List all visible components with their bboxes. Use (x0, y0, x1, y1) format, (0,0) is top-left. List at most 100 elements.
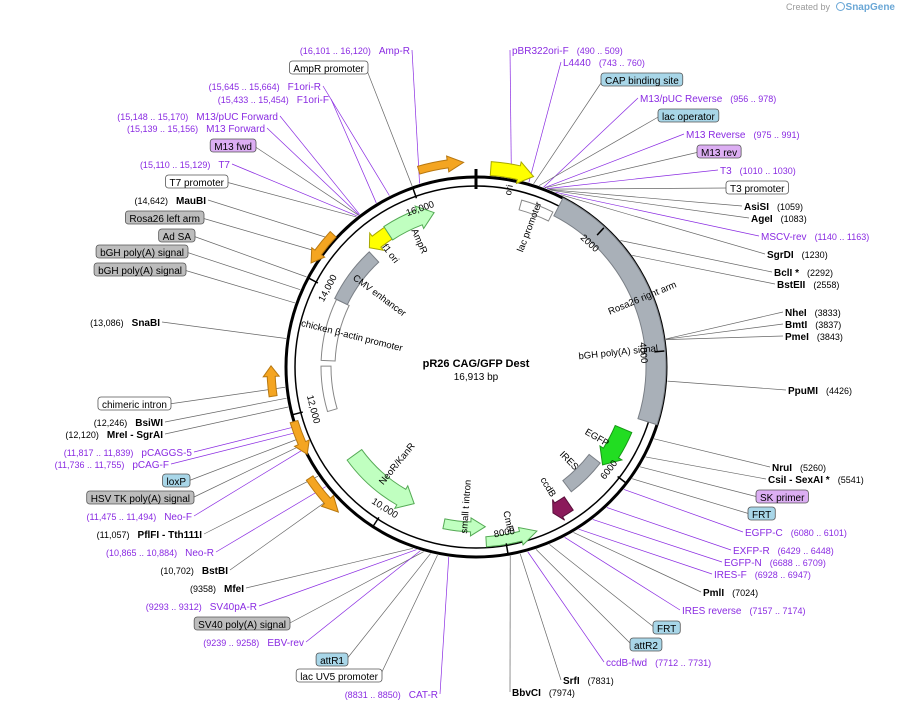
feature-arc[interactable] (310, 230, 337, 264)
feature-arc[interactable] (552, 496, 574, 521)
feature-position: (7831) (588, 676, 614, 686)
feature-arc[interactable] (289, 419, 310, 456)
feature-arc[interactable] (611, 320, 630, 383)
feature-label-group[interactable]: EGFP-C(6080 .. 6101) (745, 528, 847, 539)
feature-label-group[interactable]: M13 Forward(15,139 .. 15,156) (127, 124, 265, 135)
feature-label-group[interactable]: AgeI(1083) (751, 214, 807, 225)
feature-label-group[interactable]: SV40pA-R(9293 .. 9312) (146, 602, 257, 613)
feature-label-group[interactable]: Neo-R(10,865 .. 10,884) (106, 548, 214, 559)
feature-label-group[interactable]: T7 promoter (165, 174, 229, 189)
feature-label-group[interactable]: MSCV-rev(1140 .. 1163) (761, 232, 869, 243)
feature-label-group[interactable]: pCAGGS-5(11,817 .. 11,839) (64, 448, 193, 459)
feature-label-group[interactable]: SK primer (755, 489, 809, 504)
feature-label-group[interactable]: BbvCI(7974) (512, 688, 575, 699)
feature-label-group[interactable]: attR2 (629, 637, 663, 652)
leader-line (207, 199, 333, 240)
feature-label-group[interactable]: EXFP-R(6429 .. 6448) (733, 546, 834, 557)
feature-label-group[interactable]: AsiSI(1059) (744, 202, 803, 213)
feature-arc[interactable] (599, 424, 633, 466)
feature-label-box (600, 72, 684, 87)
feature-label-group[interactable]: loxP (162, 473, 191, 488)
feature-label-group[interactable]: M13 Reverse(975 .. 991) (686, 130, 800, 141)
leader-line (666, 335, 784, 340)
feature-name: PflFI - Tth111I (138, 530, 203, 541)
feature-label-group[interactable]: FRT (747, 506, 776, 521)
feature-label-group[interactable]: IRES-F(6928 .. 6947) (714, 570, 811, 581)
feature-label-group[interactable]: chimeric intron (97, 396, 172, 411)
feature-label-group[interactable]: BmtI(3837) (785, 320, 841, 331)
feature-label-group[interactable]: MreI - SgrAI(12,120) (65, 430, 163, 441)
feature-label-group[interactable]: NruI(5260) (772, 463, 826, 474)
feature-label-box (725, 180, 789, 195)
feature-name: M13/pUC Forward (196, 112, 278, 123)
feature-name: SnaBI (132, 318, 161, 329)
feature-label-group[interactable]: T3(1010 .. 1030) (720, 166, 796, 177)
feature-label-group[interactable]: M13/pUC Forward(15,148 .. 15,170) (117, 112, 278, 123)
feature-label-group[interactable]: HSV TK poly(A) signal (86, 490, 195, 505)
feature-label-group[interactable]: M13/pUC Reverse(956 .. 978) (640, 94, 776, 105)
feature-name: Amp-R (379, 46, 410, 57)
feature-label-box (125, 210, 205, 225)
feature-label-group[interactable]: MfeI(9358) (190, 584, 244, 595)
feature-arc[interactable] (442, 517, 487, 537)
feature-label-group[interactable]: PpuMI(4426) (788, 386, 852, 397)
feature-label-group[interactable]: CAP binding site (600, 72, 684, 87)
feature-label-group[interactable]: Ad SA (158, 228, 196, 243)
feature-label-group[interactable]: Amp-R(16,101 .. 16,120) (300, 46, 410, 57)
feature-label-group[interactable]: SnaBI(13,086) (90, 318, 160, 329)
feature-label-group[interactable]: AmpR promoter (289, 60, 369, 75)
feature-arc[interactable] (562, 453, 601, 493)
feature-label-group[interactable]: Rosa26 left arm (125, 210, 205, 225)
feature-label-group[interactable]: SrfI(7831) (563, 676, 614, 687)
feature-arc[interactable] (383, 205, 435, 241)
feature-arc[interactable] (346, 448, 415, 510)
feature-label-box (629, 637, 663, 652)
feature-label-group[interactable]: M13 fwd (209, 138, 257, 153)
feature-label-group[interactable]: lac UV5 promoter (295, 668, 383, 683)
feature-label-group[interactable]: PmlI(7024) (703, 588, 758, 599)
feature-name: MauBI (176, 196, 206, 207)
feature-label-group[interactable]: PmeI(3843) (785, 332, 843, 343)
feature-arc[interactable] (416, 155, 465, 175)
feature-label-group[interactable]: T7(15,110 .. 15,129) (140, 160, 230, 171)
feature-label-group[interactable]: BstBI(10,702) (160, 566, 228, 577)
feature-label-group[interactable]: BsiWI(12,246) (94, 418, 164, 429)
feature-arc[interactable] (518, 199, 554, 222)
feature-label-group[interactable]: BstEII(2558) (777, 280, 839, 291)
feature-label-group[interactable]: ccdB-fwd(7712 .. 7731) (606, 658, 711, 669)
feature-label-group[interactable]: PflFI - Tth111I(11,057) (97, 530, 203, 541)
feature-label-group[interactable]: EBV-rev(9239 .. 9258) (203, 638, 304, 649)
feature-name: Neo-R (185, 548, 214, 559)
feature-arc[interactable] (262, 365, 281, 398)
feature-label-group[interactable]: bGH poly(A) signal (95, 244, 189, 259)
feature-label-group[interactable]: MauBI(14,642) (134, 196, 206, 207)
feature-label-group[interactable]: F1ori-R(15,645 .. 15,664) (209, 82, 321, 93)
feature-arc[interactable] (320, 365, 338, 413)
feature-label-group[interactable]: Neo-F(11,475 .. 11,494) (86, 512, 192, 523)
leader-line (191, 445, 301, 499)
feature-label-group[interactable]: SgrDI(1230) (767, 250, 828, 261)
feature-label-group[interactable]: pCAG-F(11,736 .. 11,755) (55, 460, 169, 471)
feature-arc[interactable] (334, 251, 380, 306)
feature-label-group[interactable]: NheI(3833) (785, 308, 841, 319)
feature-label-group[interactable]: attR1 (315, 652, 349, 667)
feature-arc[interactable] (489, 160, 535, 185)
feature-arc[interactable] (553, 197, 667, 426)
feature-label-group[interactable]: EGFP-N(6688 .. 6709) (724, 558, 826, 569)
feature-arc[interactable] (305, 475, 340, 513)
feature-label-group[interactable]: CAT-R(8831 .. 8850) (345, 690, 438, 701)
feature-label-group[interactable]: CsiI - SexAI *(5541) (768, 475, 864, 486)
feature-label-group[interactable]: F1ori-F(15,433 .. 15,454) (218, 95, 329, 106)
feature-label-group[interactable]: FRT (652, 620, 681, 635)
feature-label-group[interactable]: BclI *(2292) (774, 268, 833, 279)
feature-name: bGH poly(A) signal (98, 266, 182, 277)
feature-label-group[interactable]: pBR322ori-F(490 .. 509) (512, 46, 623, 57)
feature-label-group[interactable]: M13 rev (696, 144, 742, 159)
feature-label-group[interactable]: L4440(743 .. 760) (563, 58, 645, 69)
feature-label-group[interactable]: lac operator (657, 108, 720, 123)
feature-label-group[interactable]: SV40 poly(A) signal (193, 616, 291, 631)
feature-label-group[interactable]: bGH poly(A) signal (93, 262, 187, 277)
feature-label-group[interactable]: T3 promoter (725, 180, 789, 195)
feature-label-group[interactable]: IRES reverse(7157 .. 7174) (682, 606, 806, 617)
